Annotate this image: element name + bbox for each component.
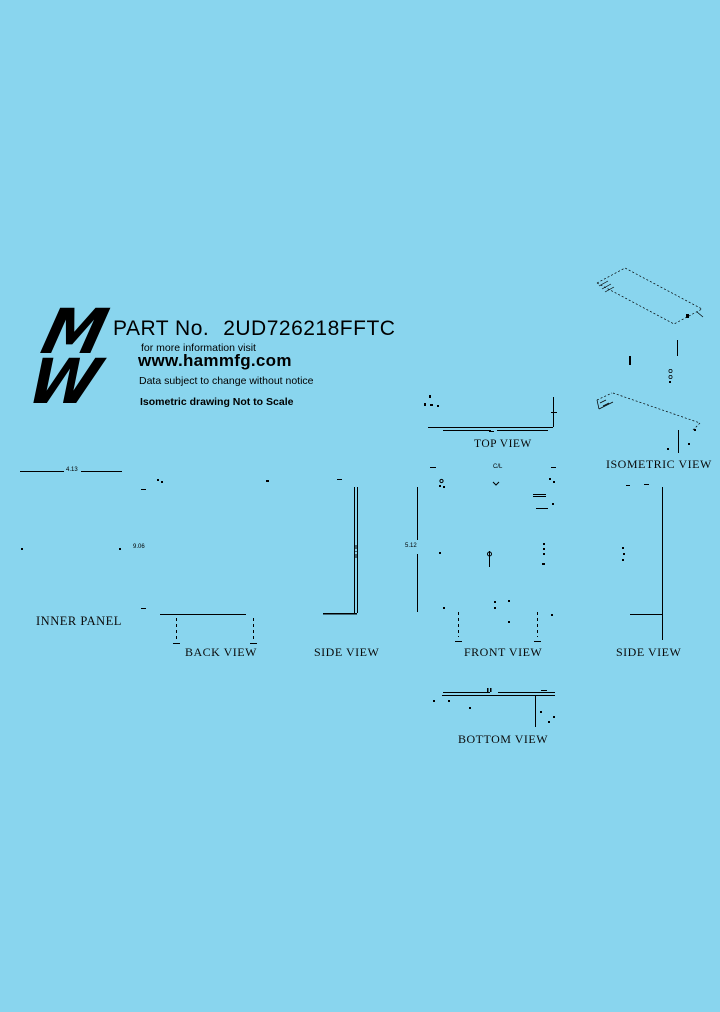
- inner-panel-linework: [20, 471, 122, 550]
- back-view-height-dim: 9.06: [133, 544, 145, 550]
- back-view-linework: [141, 479, 269, 644]
- part-number-line: PART No. 2UD726218FFTC: [113, 317, 395, 341]
- front-view-height-dim: 5.12: [404, 543, 418, 549]
- top-view-label: TOP VIEW: [474, 438, 532, 450]
- inner-panel-width-dim: 4.13: [66, 467, 78, 473]
- side-view-right-linework: [622, 484, 663, 640]
- back-view-label: BACK VIEW: [185, 645, 257, 659]
- front-view-centerline-note: C/L: [493, 464, 503, 470]
- side-view-left-label: SIDE VIEW: [314, 645, 380, 659]
- side-view-right-label: SIDE VIEW: [616, 645, 682, 659]
- front-view-label: FRONT VIEW: [464, 645, 543, 659]
- isometric-view-label: ISOMETRIC VIEW: [606, 457, 712, 471]
- hammond-logo: M W: [21, 295, 116, 418]
- bottom-view-linework: [433, 688, 555, 727]
- part-number: 2UD726218FFTC: [223, 317, 396, 340]
- bottom-view-label: BOTTOM VIEW: [458, 732, 549, 746]
- scale-note-text: Isometric drawing Not to Scale: [140, 396, 294, 408]
- disclaimer-text: Data subject to change without notice: [139, 375, 314, 387]
- info-line: for more information visit: [141, 342, 256, 354]
- website-text: www.hammfg.com: [138, 351, 292, 370]
- front-view-linework: [430, 467, 556, 642]
- inner-panel-label: INNER PANEL: [36, 614, 122, 628]
- part-label: PART No.: [113, 317, 210, 340]
- side-view-left-linework: [323, 479, 358, 615]
- top-view-linework: [424, 395, 557, 432]
- logo-letter-w: W: [21, 345, 108, 418]
- isometric-view-linework: [596, 267, 704, 453]
